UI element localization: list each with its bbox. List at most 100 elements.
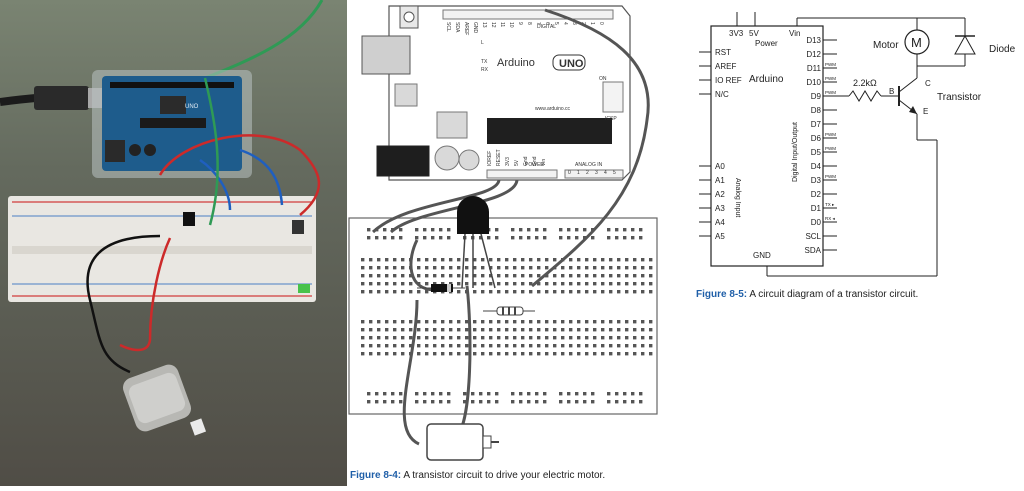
power-pin-5v: 5V: [749, 29, 759, 38]
pin-function-tag: RX ◂: [825, 216, 836, 221]
l-label: L: [481, 40, 484, 46]
analog-pin-label: 4: [604, 170, 607, 176]
analog-in-label: ANALOG IN: [575, 162, 603, 168]
wire-pin9: [531, 8, 650, 288]
digital-label: DIGITAL: [537, 24, 556, 30]
power-label: POWER: [525, 162, 544, 168]
left-pin-label: RST: [715, 48, 731, 57]
power-jack: [376, 145, 430, 177]
left-pin-label: AREF: [715, 62, 736, 71]
analog-pin-label: 5: [613, 170, 616, 176]
resistor-value: 2.2kΩ: [853, 78, 877, 88]
photo-diode: [292, 220, 304, 234]
gnd-label: GND: [753, 251, 771, 260]
power-pin-label: RESET: [496, 149, 502, 166]
motor-symbol: [904, 29, 930, 55]
photo-transistor: [183, 212, 195, 226]
arduino-title: Arduino: [749, 74, 784, 85]
caption-text: A transistor circuit to drive your elect…: [403, 470, 606, 481]
right-pin-label: D0: [811, 218, 822, 227]
right-pin-label: D11: [807, 64, 822, 73]
analog-pin-label: A1: [715, 176, 725, 185]
pin-function-tag: PWM: [825, 146, 836, 151]
rx-label: RX: [481, 67, 489, 73]
caption-figure-label: Figure 8-4:: [350, 470, 402, 481]
left-pin-label: N/C: [715, 90, 729, 99]
board-model: UNO: [559, 58, 584, 70]
on-label: ON: [599, 76, 607, 82]
transistor-component: [457, 196, 496, 289]
pin-function-tag: TX ▸: [825, 202, 835, 207]
digital-pin-label: 11: [499, 22, 505, 27]
analog-pin-label: A0: [715, 162, 725, 171]
digital-pin-label: 7: [535, 22, 541, 25]
breadboard-holes: [361, 228, 653, 404]
photo-led: [298, 284, 310, 293]
right-pin-label: D2: [811, 190, 822, 199]
digital-pin-label: 10: [508, 22, 514, 28]
right-pin-label: D12: [806, 50, 821, 59]
power-pin-label: 5V: [514, 159, 520, 166]
photo-motor: [122, 364, 207, 436]
right-pin-label: D1: [811, 204, 822, 213]
right-pin-label: SCL: [805, 232, 821, 241]
black-motor-lead: [86, 234, 161, 374]
resistor-component: [483, 306, 535, 316]
analog-pin-label: A2: [715, 190, 725, 199]
blue-jumper: [199, 158, 232, 211]
diode-label: Diode: [989, 44, 1016, 55]
board-website: www.arduino.cc: [535, 106, 571, 112]
caption-text: A circuit diagram of a transistor circui…: [749, 289, 919, 300]
wire-diode-left: [409, 239, 436, 292]
pin-function-tag: PWM: [825, 62, 836, 67]
left-pin-label: IO REF: [715, 76, 742, 85]
right-pin-label: D4: [811, 162, 822, 171]
digital-pin-label: 6: [544, 22, 550, 25]
analog-pin-label: A4: [715, 218, 725, 227]
right-pin-label: D3: [811, 176, 822, 185]
photo-breadboard: [8, 196, 316, 302]
motor-label: Motor: [873, 40, 899, 51]
digital-pin-label: 12: [490, 22, 496, 28]
analog-pin-label: A3: [715, 204, 725, 213]
red-jumper: [158, 134, 320, 216]
digital-pin-label: 8: [526, 22, 532, 25]
right-pin-label: SDA: [805, 246, 822, 255]
usb-jack: [361, 35, 411, 75]
pin-function-tag: PWM: [825, 90, 836, 95]
digital-pin-label: 1: [589, 22, 595, 25]
motor-symbol-letter: M: [911, 35, 922, 50]
motor-component: [426, 423, 499, 461]
diode-component: [417, 284, 465, 292]
power-pin-label: 3V3: [505, 157, 511, 166]
right-pin-label: D6: [811, 134, 822, 143]
power-pin-3v3: 3V3: [729, 29, 744, 38]
digital-header: [442, 9, 614, 20]
pin-function-tag: PWM: [825, 174, 836, 179]
icsp-label: ICSP: [605, 116, 617, 122]
analog-pin-label: A5: [715, 232, 725, 241]
right-pin-label: D5: [811, 148, 822, 157]
atmega-chip: [487, 118, 612, 144]
breadboard-photo: UNO: [0, 0, 347, 486]
wire-5v: [371, 179, 501, 234]
circuit-schematic: 3V3 5V Vin Power Arduino GND Analog Inpu…: [699, 12, 1016, 277]
right-pin-label: D13: [806, 36, 821, 45]
pin-function-tag: PWM: [825, 132, 836, 137]
digital-pin-label: 0: [598, 22, 604, 25]
power-pin-vin: Vin: [789, 29, 800, 38]
wire-motor-b: [402, 299, 420, 446]
photo-illustration: UNO: [0, 0, 347, 486]
breadboard-figure: Arduino UNO www.arduino.cc DIGITAL ON IC…: [347, 0, 677, 486]
arduino-block: [710, 25, 824, 267]
breadboard-diagram: Arduino UNO www.arduino.cc DIGITAL ON IC…: [348, 5, 658, 461]
analog-pin-label: 3: [595, 170, 598, 176]
analog-pin-label: 2: [586, 170, 589, 176]
arduino-board: UNO: [102, 76, 242, 171]
diode-symbol: [954, 34, 976, 55]
photo-board-label: UNO: [185, 104, 199, 110]
power-pin-label: Gnd: [523, 156, 529, 166]
power-pin-label: Vin: [541, 159, 547, 166]
